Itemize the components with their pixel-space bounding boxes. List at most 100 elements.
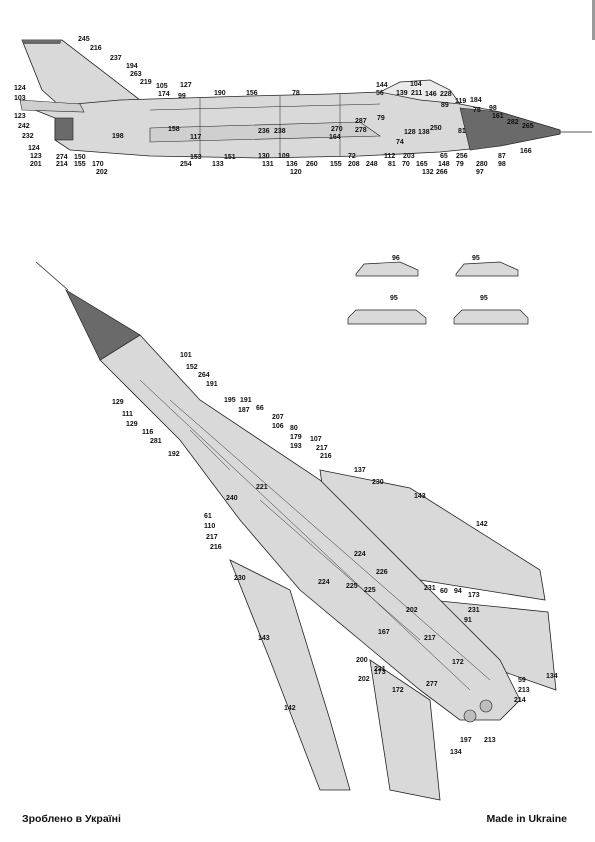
small-view-label: 95 — [472, 255, 480, 262]
callout: 134 — [546, 673, 558, 680]
small-view-label: 95 — [480, 295, 488, 302]
callout: 81 — [458, 128, 466, 135]
callout: 214 — [514, 697, 526, 704]
callout: 80 — [290, 425, 298, 432]
callout: 230 — [372, 479, 384, 486]
callout: 245 — [78, 36, 90, 43]
callout: 217 — [316, 445, 328, 452]
callout: 172 — [452, 659, 464, 666]
callout: 173 — [374, 669, 386, 676]
fin-tip — [22, 40, 62, 44]
callout: 201 — [30, 161, 42, 168]
callout: 224 — [354, 551, 366, 558]
callout: 216 — [90, 45, 102, 52]
callout: 120 — [290, 169, 302, 176]
callout: 151 — [224, 154, 236, 161]
callout: 119 — [455, 98, 466, 105]
callout: 132 — [422, 169, 434, 176]
callout: 240 — [226, 495, 238, 502]
callout: 143 — [258, 635, 270, 642]
callout: 74 — [396, 139, 404, 146]
callout: 136 — [286, 161, 298, 168]
callout: 109 — [278, 153, 290, 160]
side-view-aircraft — [19, 39, 592, 159]
callout: 191 — [206, 381, 218, 388]
callout: 281 — [150, 438, 162, 445]
panel-line — [259, 499, 421, 641]
callout: 101 — [180, 352, 192, 359]
callout: 137 — [354, 467, 366, 474]
pylon-view-bottom-left — [347, 309, 427, 325]
callout: 133 — [212, 161, 224, 168]
callout: 216 — [210, 544, 222, 551]
callout: 79 — [456, 161, 464, 168]
callout: 226 — [376, 569, 388, 576]
callout: 111 — [122, 411, 133, 418]
callout: 61 — [204, 513, 212, 520]
callout: 213 — [518, 687, 530, 694]
plan-view-aircraft — [35, 261, 557, 801]
callout: 179 — [290, 434, 302, 441]
callout: 165 — [416, 161, 428, 168]
plan-nozzle — [479, 699, 493, 713]
callout: 225 — [346, 583, 358, 590]
panel-line — [149, 103, 381, 111]
pylon-view-top-right — [455, 261, 519, 277]
callout: 256 — [456, 153, 468, 160]
callout: 134 — [450, 749, 462, 756]
small-views: 96 95 95 95 — [347, 255, 529, 325]
callout: 130 — [258, 153, 270, 160]
callout: 203 — [403, 153, 415, 160]
callout: 65 — [440, 153, 448, 160]
callout: 131 — [262, 161, 274, 168]
callout: 242 — [18, 123, 30, 130]
callout: 94 — [454, 588, 462, 595]
callout: 221 — [256, 484, 268, 491]
callout: 75 — [473, 107, 481, 114]
callout: 124 — [28, 145, 40, 152]
callout: 193 — [290, 443, 302, 450]
side-stabilizer — [19, 99, 85, 113]
callout: 173 — [468, 592, 480, 599]
callout: 148 — [438, 161, 450, 168]
callout: 230 — [234, 575, 246, 582]
callout: 184 — [470, 97, 482, 104]
plan-fuselage — [99, 334, 521, 721]
callout: 138 — [418, 129, 430, 136]
callout: 274 — [56, 154, 68, 161]
callout: 254 — [180, 161, 192, 168]
side-callouts: 245 216 237 194 263 219 105 174 127 99 1… — [14, 36, 534, 176]
callout: 66 — [256, 405, 264, 412]
callout: 266 — [436, 169, 448, 176]
callout: 202 — [358, 676, 370, 683]
callout: 236 — [258, 128, 270, 135]
callout: 123 — [14, 113, 26, 120]
callout: 144 — [376, 82, 388, 89]
callout: 117 — [190, 134, 201, 141]
plan-callouts: 101 152 264 191 129 111 129 116 281 195 … — [112, 352, 558, 756]
panel-line — [189, 429, 231, 471]
callout: 170 — [92, 161, 104, 168]
callout: 191 — [240, 397, 252, 404]
callout: 129 — [112, 399, 124, 406]
callout: 202 — [406, 607, 418, 614]
callout: 142 — [476, 521, 488, 528]
side-radome — [459, 107, 561, 151]
page-edge-mark — [592, 0, 595, 40]
callout: 99 — [178, 93, 186, 100]
callout: 198 — [112, 133, 124, 140]
callout: 219 — [140, 79, 152, 86]
callout: 197 — [460, 737, 472, 744]
pylon-view-top-left — [355, 261, 419, 277]
callout: 81 — [388, 161, 396, 168]
callout: 155 — [330, 161, 342, 168]
side-wing — [149, 121, 381, 143]
callout: 217 — [206, 534, 218, 541]
callout: 89 — [441, 102, 449, 109]
callout: 98 — [498, 161, 506, 168]
plan-radome — [65, 289, 141, 361]
callout: 202 — [96, 169, 108, 176]
side-nozzle — [54, 117, 74, 141]
callout: 110 — [204, 523, 215, 530]
